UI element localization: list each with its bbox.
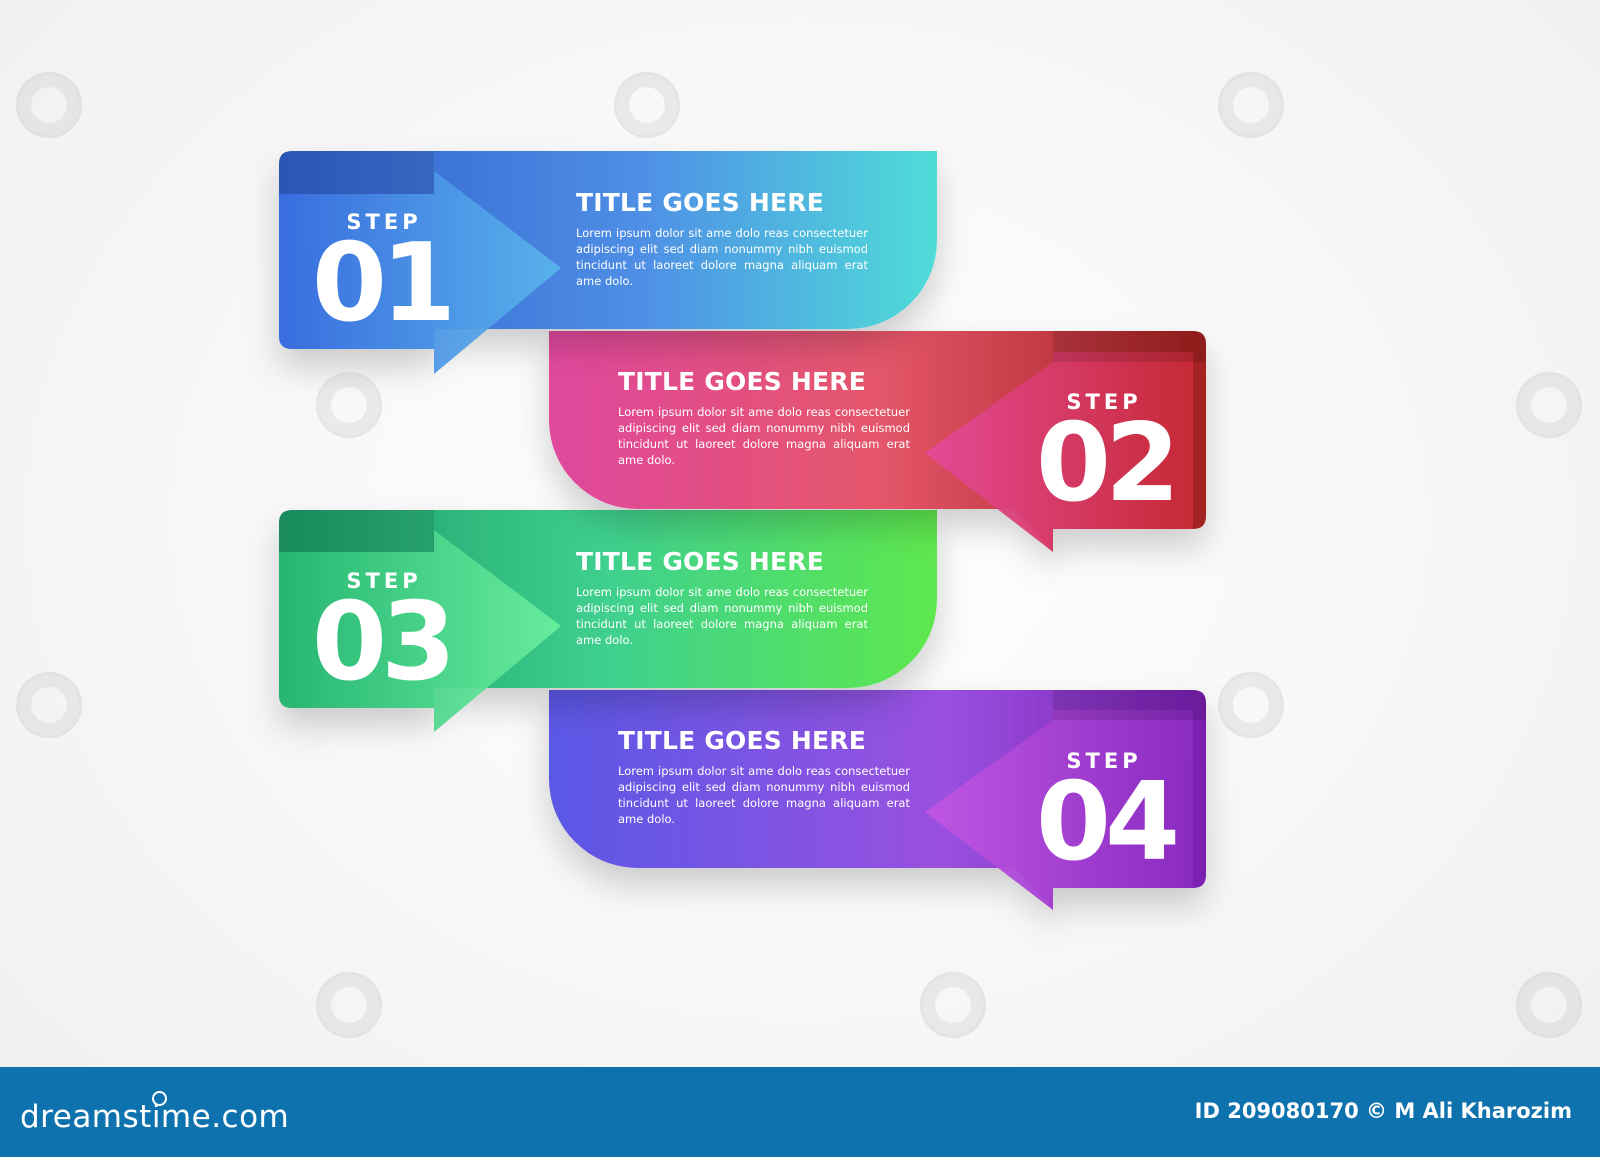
step-04-description: Lorem ipsum dolor sit ame dolo reas cons… — [618, 764, 910, 826]
step-04-label: STEP — [1066, 749, 1142, 773]
watermark-swirl-icon — [316, 372, 382, 438]
step-04-number: 04 — [1035, 760, 1180, 885]
watermark-swirl-icon — [614, 72, 680, 138]
step-02-label: STEP — [1066, 390, 1142, 414]
step-01-title: TITLE GOES HERE — [576, 188, 825, 217]
step-03-label: STEP — [346, 569, 422, 593]
step-03-shape — [279, 510, 937, 732]
step-02-title: TITLE GOES HERE — [618, 367, 867, 396]
infographic: STEP 01 TITLE GOES HERE Lorem ipsum dolo… — [16, 72, 1582, 1038]
step-03-title: TITLE GOES HERE — [576, 547, 825, 576]
dreamstime-logo: dreamstime.com — [20, 1099, 290, 1135]
footer-bar: dreamstime.com ID 209080170 © M Ali Khar… — [0, 1067, 1600, 1157]
step-04-shape — [549, 690, 1206, 910]
step-04-title: TITLE GOES HERE — [618, 726, 867, 755]
watermark-swirl-icon — [16, 672, 82, 738]
step-02-shape — [549, 331, 1206, 552]
step-01-shape — [279, 151, 937, 374]
image-credit: ID 209080170 © M Ali Kharozim — [1194, 1099, 1572, 1123]
watermark-swirl-icon — [1516, 972, 1582, 1038]
watermark-swirl-icon — [1516, 372, 1582, 438]
step-02-number: 02 — [1035, 401, 1180, 526]
logo-swirl-icon — [152, 1091, 167, 1106]
watermark-swirl-icon — [1218, 672, 1284, 738]
infographic-shapes — [279, 151, 1206, 910]
watermark-swirl-icon — [920, 972, 986, 1038]
watermark-swirl-icon — [16, 72, 82, 138]
step-02-description: Lorem ipsum dolor sit ame dolo reas cons… — [618, 405, 910, 467]
step-03-number: 03 — [311, 580, 456, 705]
step-03-description: Lorem ipsum dolor sit ame dolo reas cons… — [576, 585, 868, 647]
watermark-swirl-icon — [316, 972, 382, 1038]
step-01-label: STEP — [346, 210, 422, 234]
watermark-swirl-icon — [1218, 72, 1284, 138]
step-01-description: Lorem ipsum dolor sit ame dolo reas cons… — [576, 226, 868, 288]
step-01-number: 01 — [311, 221, 456, 346]
